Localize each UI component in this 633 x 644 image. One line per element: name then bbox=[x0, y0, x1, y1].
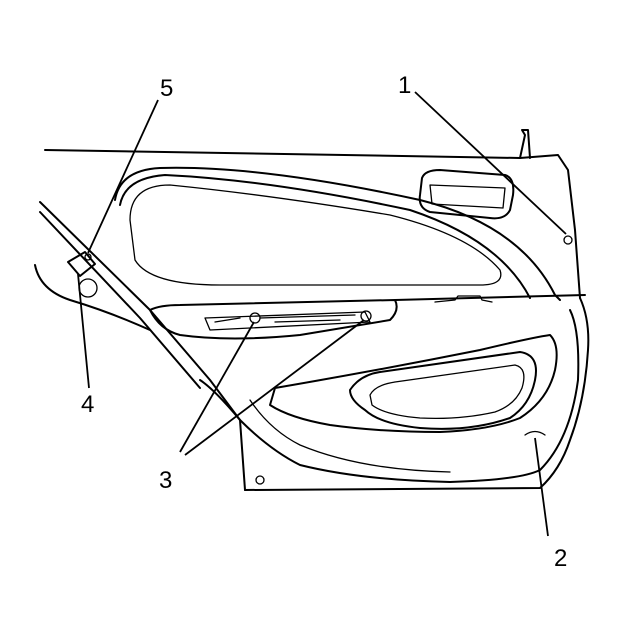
callout-4: 4 bbox=[81, 391, 94, 418]
door-frame bbox=[34, 129, 581, 491]
callout-labels: 1 2 3 4 5 bbox=[81, 72, 567, 572]
leader-lines bbox=[77, 91, 567, 537]
callout-2: 2 bbox=[554, 545, 567, 572]
lower-trim-panel bbox=[199, 297, 590, 491]
callout-1: 1 bbox=[398, 72, 411, 99]
callout-5: 5 bbox=[160, 75, 173, 102]
retainer-clip bbox=[67, 251, 96, 277]
armrest bbox=[149, 294, 586, 340]
upper-trim bbox=[114, 166, 573, 301]
callout-3: 3 bbox=[159, 467, 172, 494]
